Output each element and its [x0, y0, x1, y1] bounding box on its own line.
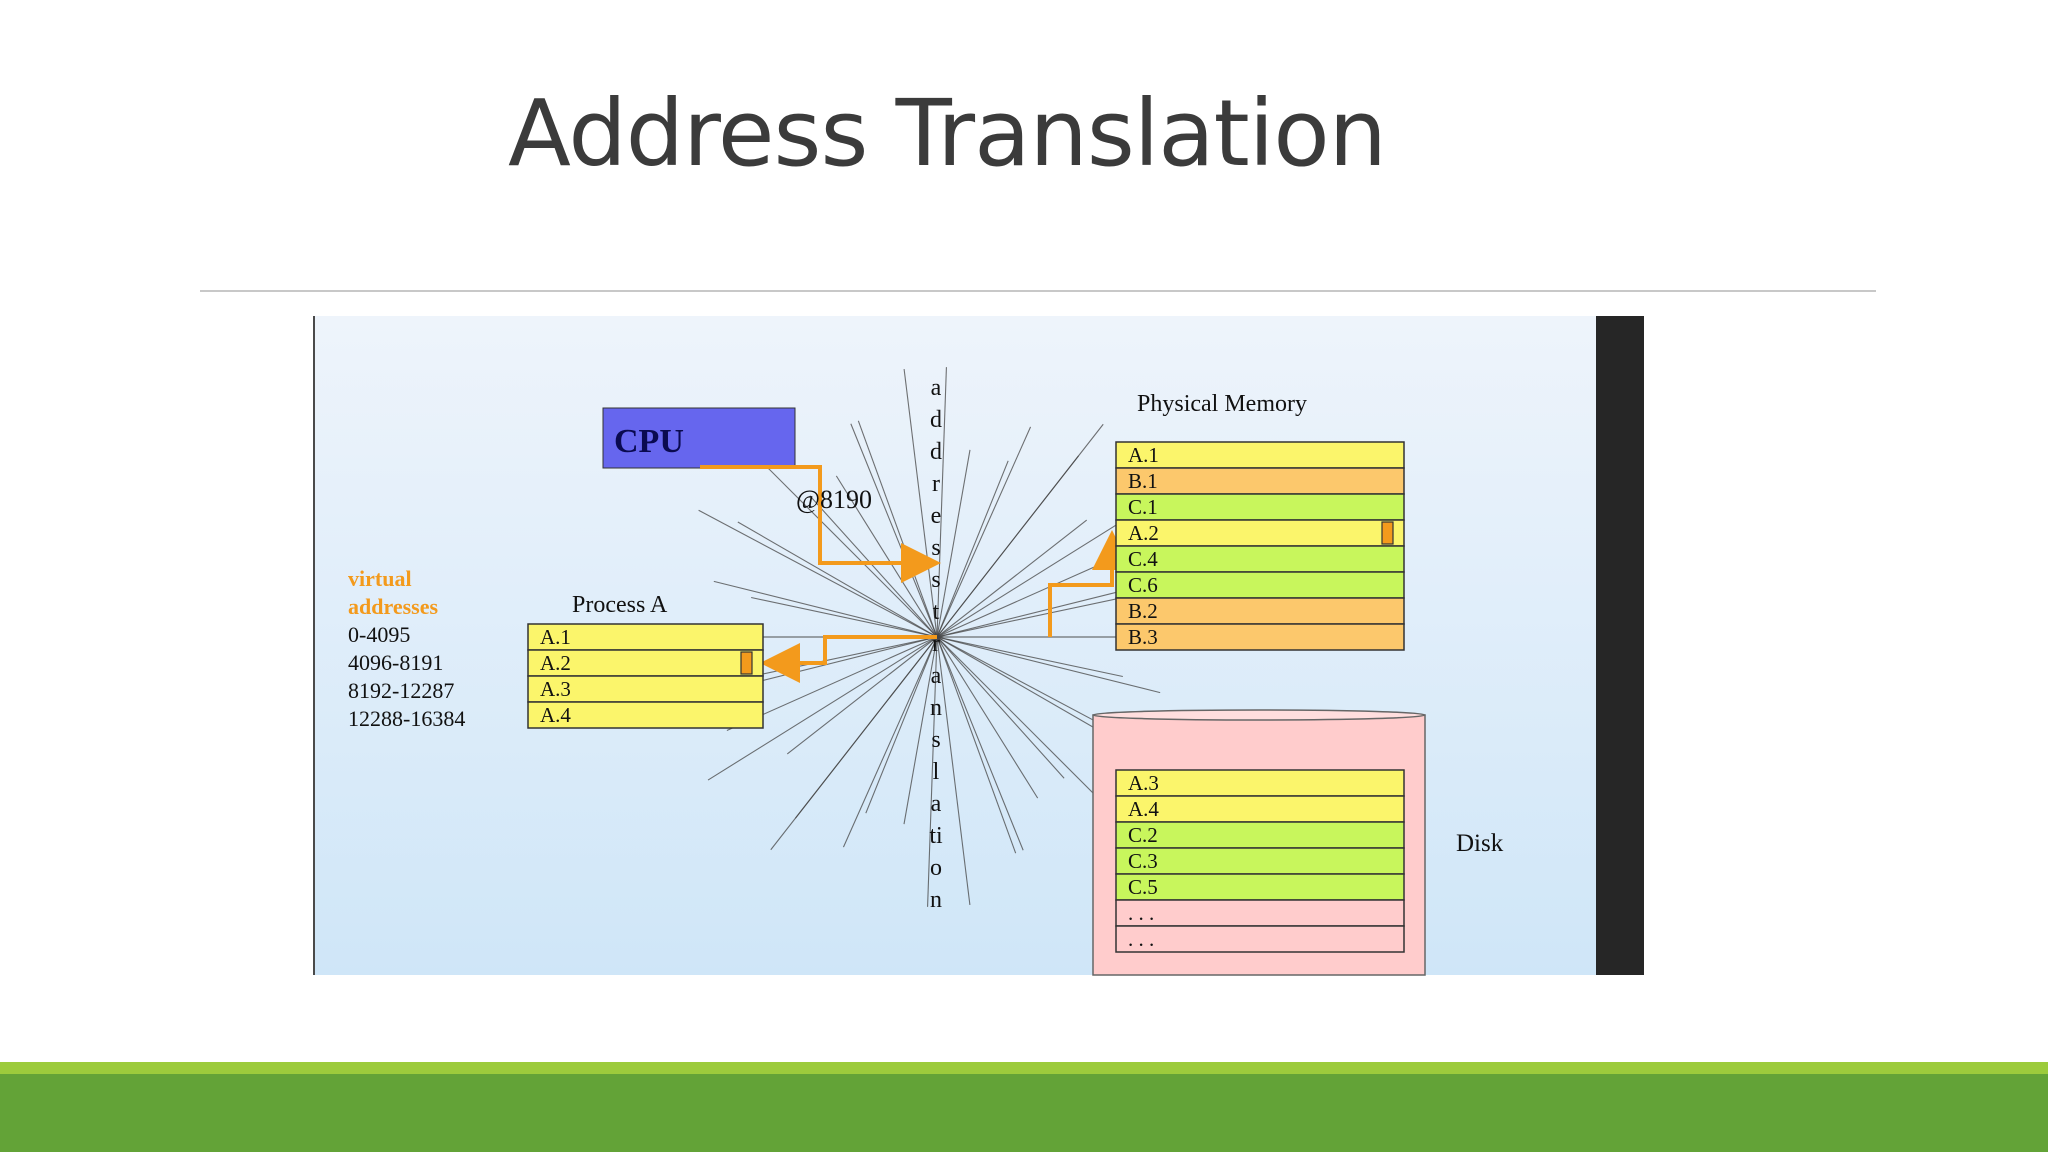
table-row-label: A.2 — [540, 651, 571, 675]
table-row-cell — [1115, 597, 1405, 625]
vertical-label-letter: ti — [929, 823, 943, 849]
table-row-label: C.4 — [1128, 547, 1158, 571]
translation-to-memory-arrow — [1048, 530, 1132, 637]
process-page-table: A.1A.2A.3A.4 — [527, 623, 764, 729]
footer-band-light — [0, 1062, 2048, 1074]
table-row-cell — [527, 675, 764, 703]
vertical-label-letter: s — [931, 535, 940, 561]
table-row-cell — [1115, 925, 1405, 953]
table-row-label: A.2 — [1128, 521, 1159, 545]
translation-to-process-arrow — [760, 635, 937, 683]
vertical-label-letter: n — [930, 695, 942, 721]
virtual-range: 12288-16384 — [348, 706, 465, 731]
vertical-label-letter: d — [930, 407, 942, 433]
physical-memory-label: Physical Memory — [1137, 391, 1307, 417]
virtual-range: 4096-8191 — [348, 650, 443, 675]
table-row-cell — [1115, 545, 1405, 573]
virtual-range: 8192-12287 — [348, 678, 454, 703]
virtual-range: 0-4095 — [348, 622, 410, 647]
table-row-cell — [1115, 847, 1405, 875]
table-row-cell — [1115, 623, 1405, 651]
table-row-cell — [527, 649, 764, 677]
table-row-label: C.6 — [1128, 573, 1158, 597]
table-row-cell — [1115, 795, 1405, 823]
vertical-label-letter: d — [930, 439, 942, 465]
page-reference-marker — [740, 651, 753, 675]
vertical-label-letter: s — [931, 727, 940, 753]
table-row-cell — [1115, 821, 1405, 849]
vertical-label-letter: a — [931, 663, 942, 689]
table-row-label: B.3 — [1128, 625, 1158, 649]
table-row-label: C.2 — [1128, 823, 1158, 847]
vertical-label-letter: n — [930, 887, 942, 913]
vertical-label-letter: l — [933, 759, 940, 785]
table-row-label: . . . — [1128, 901, 1154, 925]
table-row-label: A.4 — [1128, 797, 1159, 821]
table-row-label: B.1 — [1128, 469, 1158, 493]
page-title: Address Translation — [508, 80, 1387, 187]
table-row-cell — [527, 623, 764, 651]
vertical-label-letter: a — [931, 375, 942, 401]
page-reference-marker — [1381, 521, 1394, 545]
physical-memory-table: A.1B.1C.1A.2C.4C.6B.2B.3 — [1115, 441, 1405, 651]
disk-page-table: A.3A.4C.2C.3C.5. . .. . . — [1115, 769, 1405, 953]
process-label: Process A — [572, 592, 668, 618]
table-row-label: A.3 — [540, 677, 571, 701]
cpu-label: CPU — [614, 423, 684, 460]
cpu-box — [602, 407, 796, 469]
virtual-address-label: @8190 — [796, 485, 872, 514]
table-row-cell — [1115, 899, 1405, 927]
table-row-label: B.2 — [1128, 599, 1158, 623]
disk-cylinder-top — [1092, 709, 1426, 721]
table-row-cell — [1115, 873, 1405, 901]
vertical-label-letter: o — [930, 855, 942, 881]
table-row-label: A.1 — [1128, 443, 1159, 467]
vertical-label-letter: a — [931, 791, 942, 817]
virtual-heading-line-1: virtual — [348, 566, 412, 591]
vertical-label-letter: e — [931, 503, 942, 529]
table-row-label: A.3 — [1128, 771, 1159, 795]
vertical-label-letter: r — [932, 471, 940, 497]
table-row-cell — [1115, 467, 1405, 495]
table-row-cell — [1115, 519, 1405, 547]
vertical-label-letter: s — [931, 567, 940, 593]
footer-band-dark — [0, 1074, 2048, 1152]
diagram-side-bar — [1596, 316, 1644, 975]
table-row-label: C.5 — [1128, 875, 1158, 899]
vertical-label-letter: r — [932, 631, 940, 657]
table-row-cell — [1115, 571, 1405, 599]
table-row-label: A.1 — [540, 625, 571, 649]
title-divider — [200, 290, 1876, 292]
table-row-cell — [527, 701, 764, 729]
table-row-label: C.1 — [1128, 495, 1158, 519]
disk-label: Disk — [1456, 830, 1504, 857]
table-row-label: C.3 — [1128, 849, 1158, 873]
virtual-heading-line-2: addresses — [348, 594, 438, 619]
vertical-label-letter: t — [933, 599, 940, 625]
table-row-cell — [1115, 769, 1405, 797]
table-row-cell — [1115, 441, 1405, 469]
cpu-to-translation-arrow — [700, 465, 941, 583]
table-row-label: . . . — [1128, 927, 1154, 951]
table-row-cell — [1115, 493, 1405, 521]
table-row-label: A.4 — [540, 703, 571, 727]
